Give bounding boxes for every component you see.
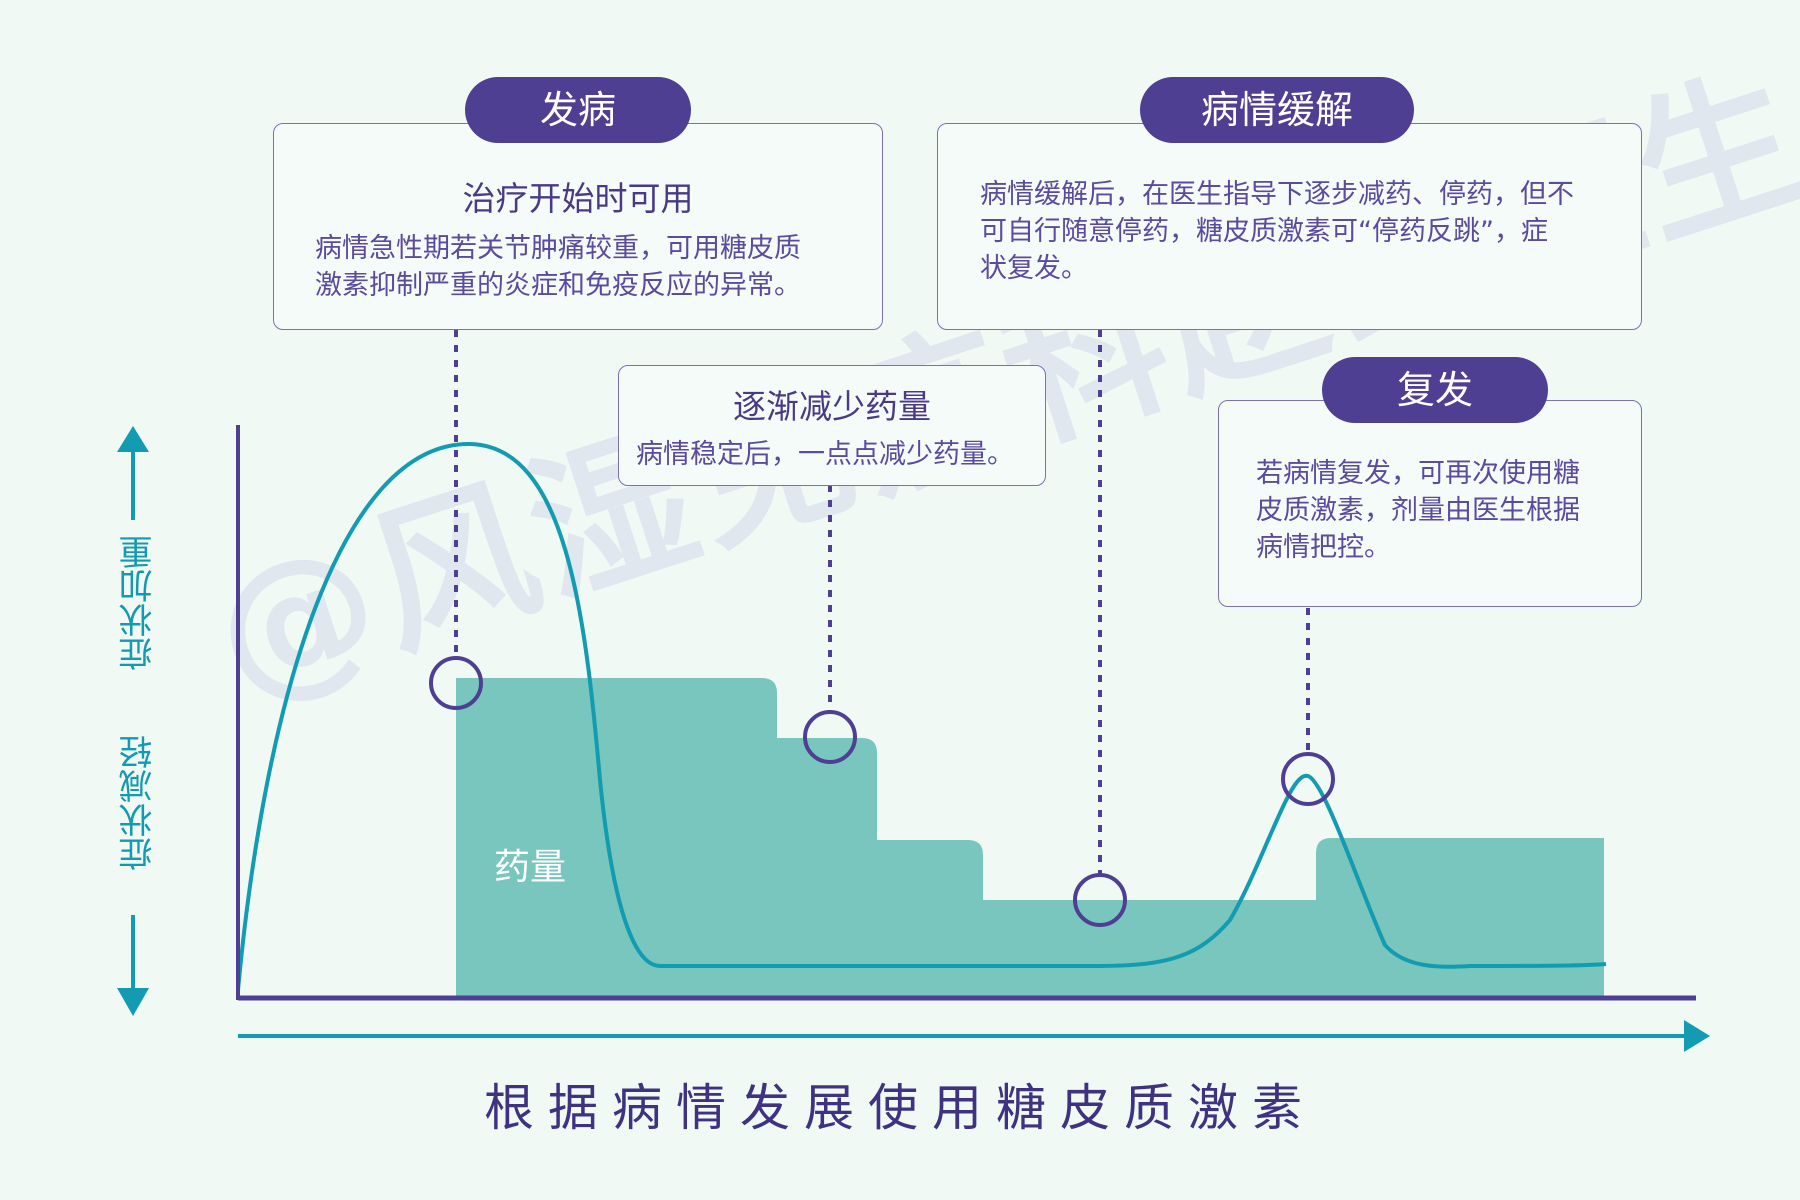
marker-relapse (1281, 752, 1335, 806)
onset-tag: 发病 (465, 77, 691, 143)
y-arrow-down-head (117, 988, 149, 1016)
marker-onset (429, 656, 483, 710)
y-axis-down-label: 症状减轻 (119, 735, 159, 871)
symptom-curve (236, 441, 1607, 991)
y-arrow-up-head (117, 426, 149, 452)
onset-title: 治疗开始时可用 (462, 179, 694, 218)
remission-text-line-1: 病情缓解后，在医生指导下逐步减药、停药，但不 (980, 179, 1574, 210)
onset-box (273, 123, 883, 330)
taper-text: 病情稳定后，一点点减少药量。 (636, 439, 1014, 470)
relapse-box (1218, 400, 1642, 607)
x-axis-arrow-head (1684, 1020, 1710, 1052)
marker-taper (803, 710, 857, 764)
onset-text-line-2: 激素抑制严重的炎症和免疫反应的异常。 (315, 270, 801, 301)
taper-title: 逐渐减少药量 (733, 387, 931, 426)
relapse-text-line-2: 皮质激素，剂量由医生根据 (1256, 495, 1580, 526)
y-axis-up-label: 症状加重 (119, 535, 159, 671)
taper-box (618, 365, 1046, 486)
remission-tag: 病情缓解 (1140, 77, 1414, 143)
relapse-tag: 复发 (1322, 357, 1548, 423)
relapse-text-line-1: 若病情复发，可再次使用糖 (1256, 458, 1580, 489)
dose-area (456, 678, 1604, 1000)
x-axis-label: 根据病情发展使用糖皮质激素 (484, 1079, 1316, 1137)
relapse-text-line-3: 病情把控。 (1256, 532, 1391, 563)
dose-label: 药量 (494, 847, 567, 888)
onset-text-line-1: 病情急性期若关节肿痛较重，可用糖皮质 (315, 233, 801, 264)
marker-remission (1073, 873, 1127, 927)
remission-text-line-3: 状复发。 (980, 253, 1088, 284)
remission-text-line-2: 可自行随意停药，糖皮质激素可“停药反跳”，症 (980, 216, 1548, 247)
